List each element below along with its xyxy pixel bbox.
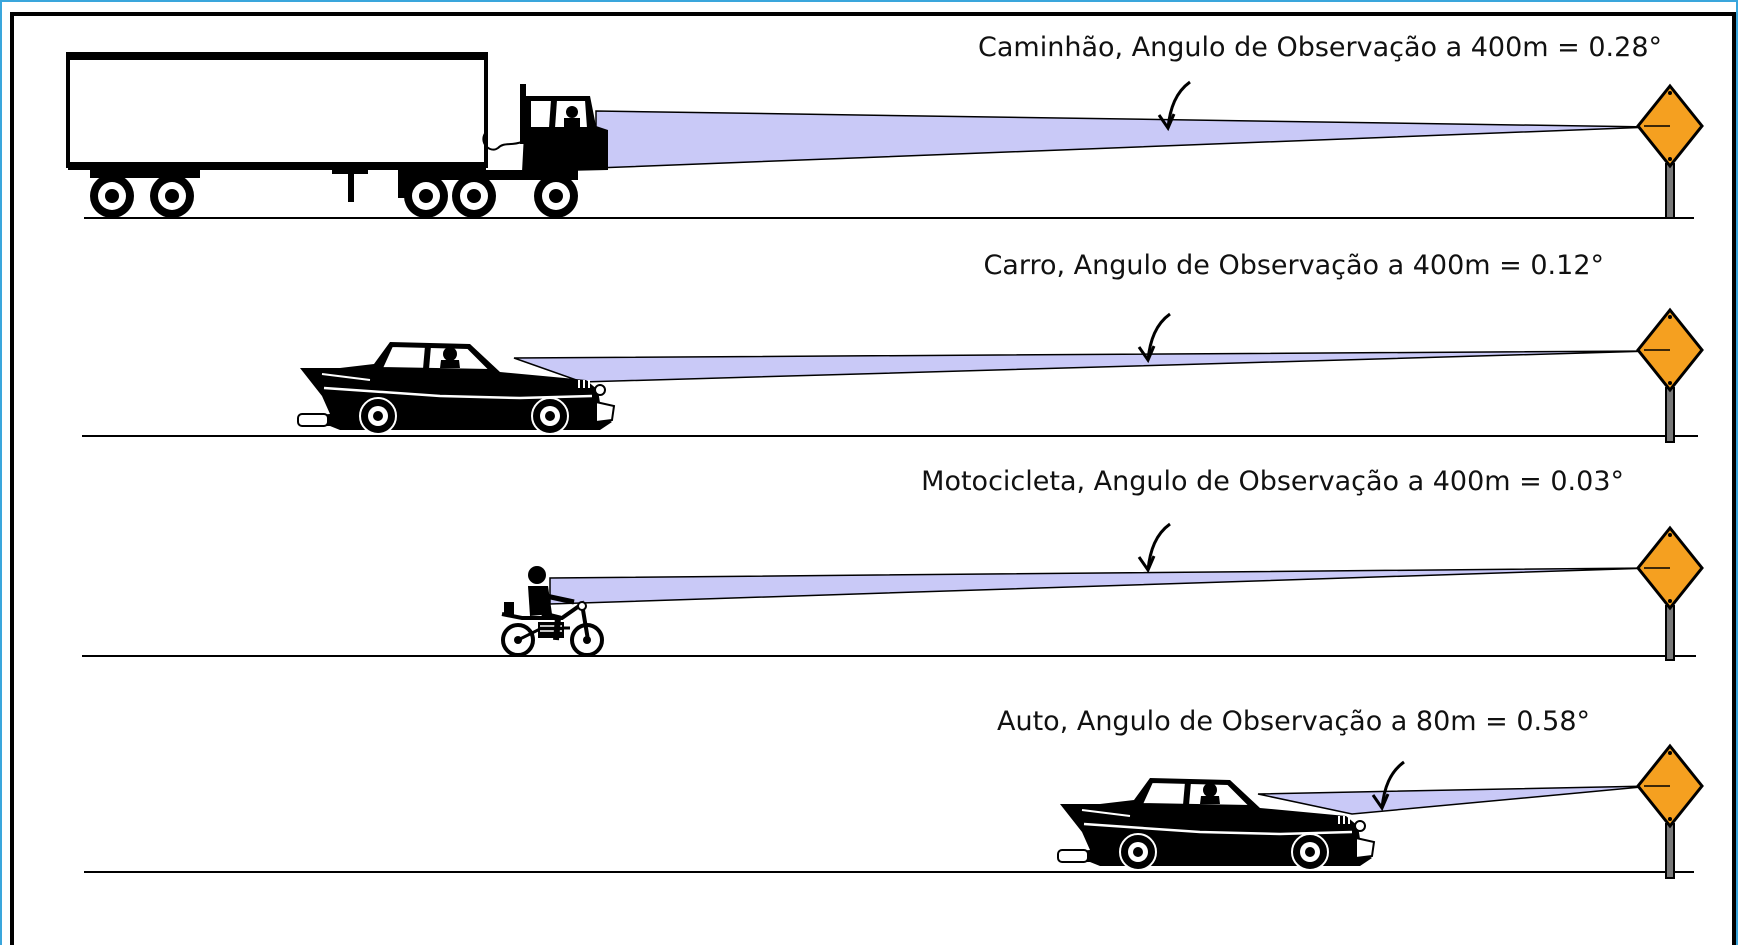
pointer-arrow-icon <box>1137 522 1172 572</box>
road-sign-icon <box>1636 84 1704 220</box>
pointer-arrow-icon <box>1137 312 1172 362</box>
road-sign-icon <box>1636 744 1704 880</box>
scene-label: Caminhão, Angulo de Observação a 400m = … <box>978 32 1662 63</box>
observation-beam <box>1257 785 1653 815</box>
scene-truck: Caminhão, Angulo de Observação a 400m = … <box>66 32 1704 220</box>
scene-label: Carro, Angulo de Observação a 400m = 0.1… <box>983 250 1604 281</box>
truck-wheel <box>150 174 194 218</box>
truck-wheel <box>404 174 448 218</box>
scene-motorcycle: Motocicleta, Angulo de Observação a 400m… <box>82 466 1704 662</box>
car <box>298 342 614 434</box>
truck-wheel <box>534 174 578 218</box>
truck <box>66 52 608 202</box>
road-sign-icon <box>1636 308 1704 444</box>
truck-wheel <box>452 174 496 218</box>
scene-car: Carro, Angulo de Observação a 400m = 0.1… <box>82 250 1704 444</box>
observation-beam <box>595 110 1653 169</box>
motorcycle <box>501 566 604 657</box>
scene-label: Motocicleta, Angulo de Observação a 400m… <box>921 466 1624 497</box>
observation-beam <box>549 567 1653 605</box>
car <box>1058 778 1374 870</box>
scene-label: Auto, Angulo de Observação a 80m = 0.58° <box>997 706 1590 737</box>
observation-beam <box>513 350 1653 383</box>
scene-auto: Auto, Angulo de Observação a 80m = 0.58° <box>84 706 1704 880</box>
truck-wheel <box>90 174 134 218</box>
road-sign-icon <box>1636 526 1704 662</box>
outer-border <box>10 12 1736 945</box>
